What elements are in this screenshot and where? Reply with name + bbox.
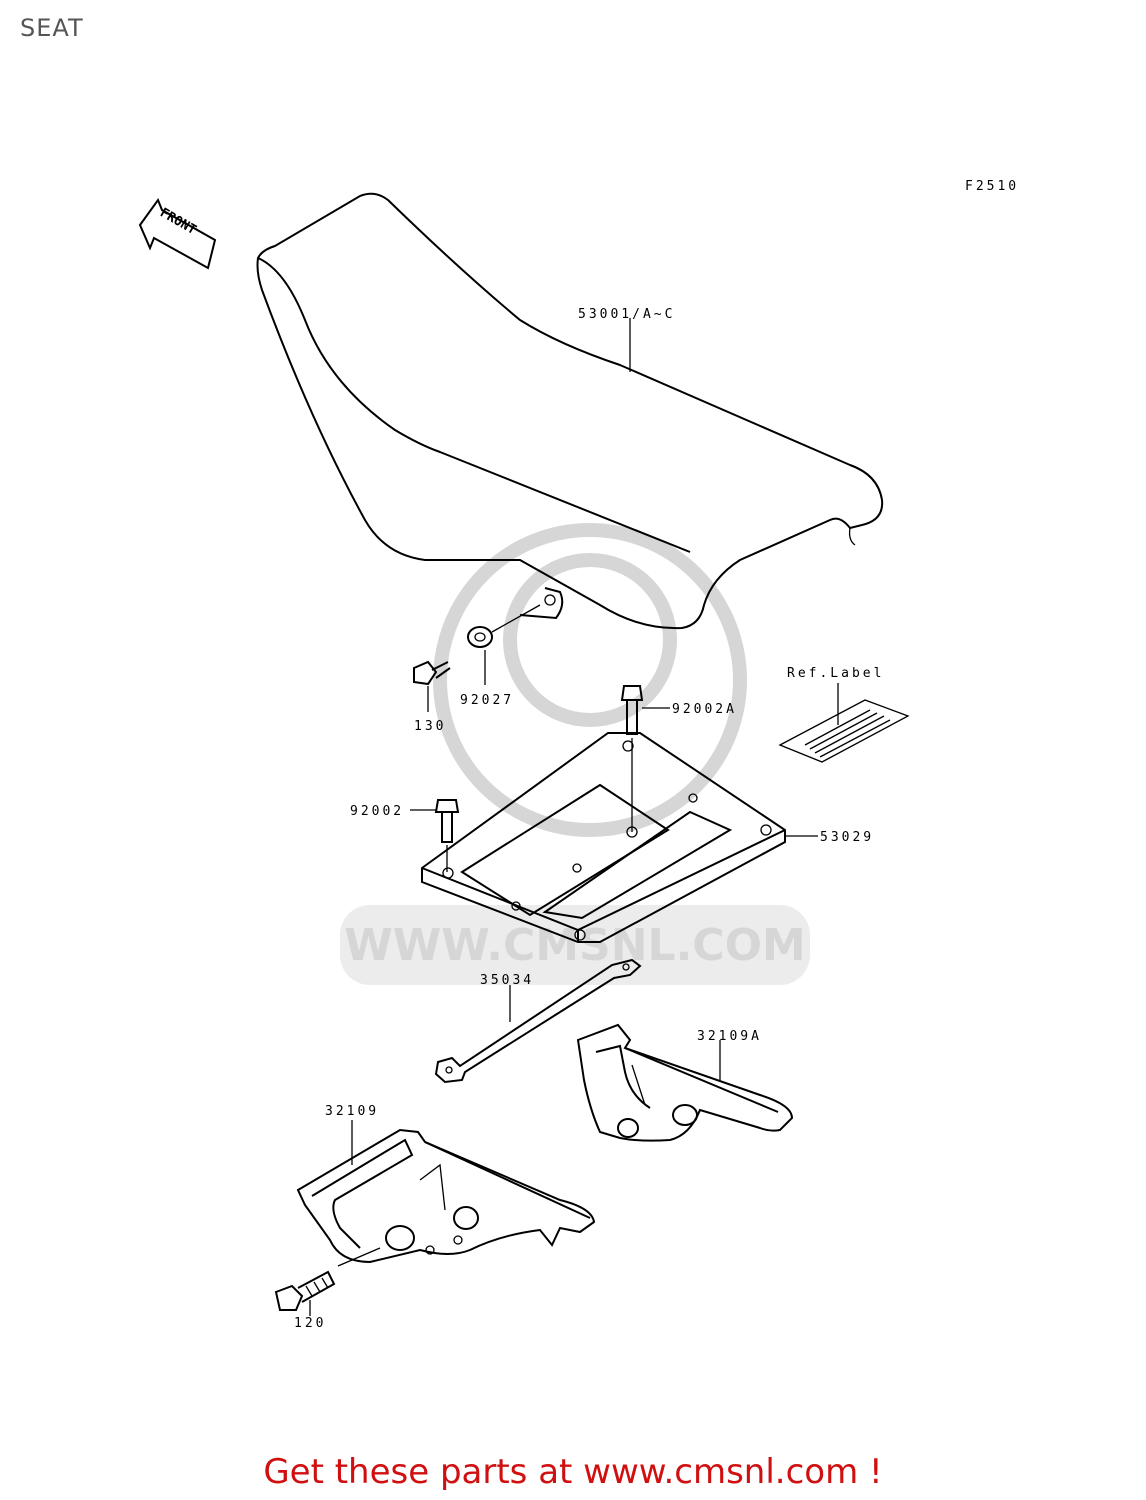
bolt-130-part-number[interactable]: 130	[414, 719, 446, 734]
bolt-92002-part-number[interactable]: 92002	[350, 804, 404, 819]
bolt-120-part-number[interactable]: 120	[294, 1316, 326, 1331]
strap-part-number[interactable]: 35034	[480, 973, 534, 988]
grommet-icon	[467, 626, 493, 648]
page-title: SEAT	[20, 14, 84, 42]
bolt-130-icon	[413, 660, 451, 686]
reference-label-icon	[778, 699, 910, 763]
figure-code: F2510	[965, 179, 1019, 194]
plate-part-number[interactable]: 53029	[820, 830, 874, 845]
strap-drawing	[434, 958, 642, 1084]
reference-label-text[interactable]: Ref.Label	[787, 666, 884, 681]
watermark-text: WWW.CMSNL.COM	[344, 920, 806, 971]
seat-plate-drawing	[421, 732, 786, 943]
bracket-right-part-number[interactable]: 32109A	[697, 1029, 762, 1044]
bracket-right-drawing	[576, 1023, 794, 1142]
footer-cta-link[interactable]: Get these parts at www.cmsnl.com !	[263, 1452, 883, 1492]
bolt-92002-icon	[434, 799, 460, 843]
bracket-left-drawing	[296, 1128, 596, 1264]
front-arrow-text: FRONT	[157, 205, 199, 238]
bolt-92002a-part-number[interactable]: 92002A	[672, 702, 737, 717]
bracket-left-part-number[interactable]: 32109	[325, 1104, 379, 1119]
bolt-120-icon	[274, 1270, 336, 1311]
seat-part-number[interactable]: 53001/A~C	[578, 307, 675, 322]
front-arrow-icon: FRONT	[138, 197, 217, 270]
grommet-part-number[interactable]: 92027	[460, 693, 514, 708]
seat-drawing	[256, 192, 884, 630]
